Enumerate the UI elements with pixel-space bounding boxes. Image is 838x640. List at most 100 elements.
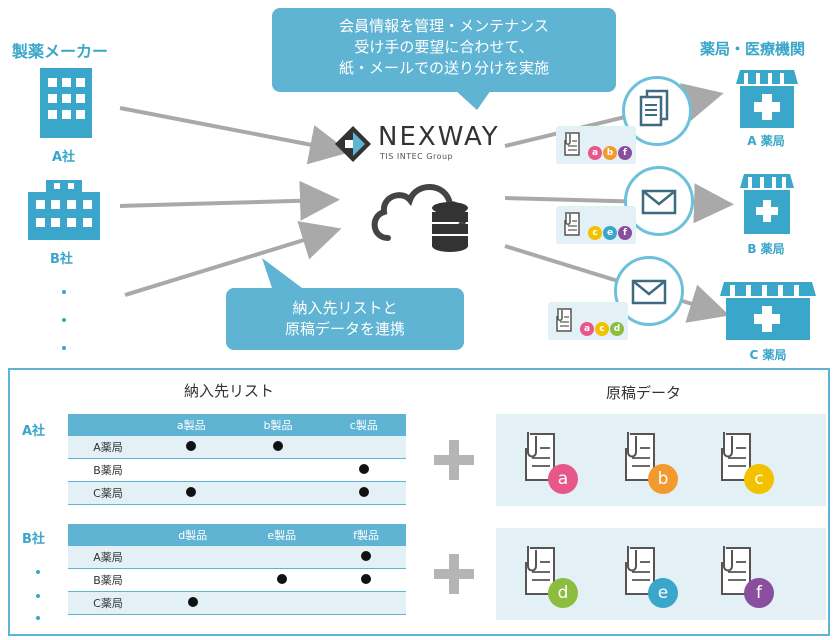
callout-line: 紙・メールでの送り分けを実施 [338,59,549,77]
table-header-row: a製品 b製品 c製品 [68,414,406,436]
pharmacy-cell: C薬局 [68,591,148,615]
more-dot [62,290,66,294]
mark-cell [148,436,235,459]
pharmacy-a-label: A 薬局 [747,134,785,148]
callout-management: 会員情報を管理・メンテナンス 受け手の要望に合わせて、 紙・メールでの送り分けを… [272,8,616,92]
mark-cell [237,546,327,569]
check-mark [358,463,369,474]
doc-badge-a: a [548,464,578,494]
callout-line: 納入先リストと [292,299,398,317]
more-dot [36,570,40,574]
company-a-label: A社 [52,150,76,165]
building-b-icon [28,180,100,240]
table-row: C薬局 [68,481,406,505]
delivery-docs-b: c e f [556,206,636,244]
table-row: A薬局 [68,436,406,459]
table-header: e製品 [237,524,327,546]
clip-document-icon [564,212,580,236]
doc-badge: a [588,146,602,160]
group-a-label: A社 [22,424,46,439]
more-dot [62,318,66,322]
doc-badge-c: c [744,464,774,494]
more-dot [36,594,40,598]
table-row: B薬局 [68,458,406,482]
table-header: a製品 [148,414,235,436]
mark-cell [148,568,238,592]
callout-link: 納入先リストと 原稿データを連携 [226,288,464,350]
paper-document-icon [639,89,669,127]
clip-document-icon [564,132,580,156]
doc-badge: e [603,226,617,240]
company-b-label: B社 [50,252,73,267]
callout-tail [262,258,302,288]
pharmacy-b-label: B 薬局 [747,242,785,256]
mark-cell [234,481,322,505]
building-a-icon [40,68,92,138]
plus-icon [434,554,474,594]
arrow-a-to-nexway [119,106,350,165]
pharmacy-cell: A薬局 [68,546,148,569]
doc-badge: f [618,226,632,240]
doc-badge: f [618,146,632,160]
table-header: f製品 [326,524,406,546]
mail-icon [641,189,677,215]
pharmacy-store-icon [740,174,794,234]
manuscript-item: f [716,542,774,612]
manuscript-item: a [520,428,578,498]
pharmacy-cell: A薬局 [68,436,148,459]
doc-badge-d: d [548,578,578,608]
group-b-label: B社 [22,532,45,547]
mark-cell [237,591,327,615]
doc-badge: c [595,322,609,336]
doc-badge: d [610,322,624,336]
mark-cell [321,458,406,482]
table-row: B薬局 [68,568,406,592]
table-header [68,414,148,436]
check-mark [361,550,372,561]
mark-cell [148,546,238,569]
mark-cell [237,568,327,592]
nexway-logo-icon [335,126,371,162]
delivery-table-b: d製品 e製品 f製品 A薬局 B薬局 C薬局 [68,524,406,615]
manuscript-item: b [620,428,678,498]
callout-line: 受け手の要望に合わせて、 [354,38,534,56]
doc-badge-e: e [648,578,678,608]
mark-cell [234,436,322,459]
arrow-b-to-nexway [119,180,340,221]
pharmacy-c-label: C 薬局 [749,348,787,362]
mark-cell [234,458,322,482]
check-mark [358,486,369,497]
check-mark [273,440,284,451]
mark-cell [326,568,406,592]
manuscript-title: 原稿データ [606,384,682,402]
arrow-others-to-nexway [124,221,342,297]
check-mark [276,573,287,584]
manuscript-item: d [520,542,578,612]
table-header-row: d製品 e製品 f製品 [68,524,406,546]
pharmacy-title: 薬局・医療機関 [700,40,806,58]
table-header: d製品 [148,524,238,546]
list-title: 納入先リスト [184,382,275,400]
mark-cell [326,591,406,615]
table-header [68,524,148,546]
brand-name: NEXWAY [378,122,500,152]
delivery-table-a: a製品 b製品 c製品 A薬局 B薬局 C薬局 [68,414,406,505]
doc-badge: a [580,322,594,336]
table-header: c製品 [321,414,406,436]
check-mark [186,486,197,497]
check-mark [186,440,197,451]
callout-tail [455,90,491,110]
more-dot [36,616,40,620]
manuscript-item: e [620,542,678,612]
delivery-docs-a: a b f [556,126,636,164]
doc-badge-b: b [648,464,678,494]
mark-cell [148,481,235,505]
clip-document-icon [525,546,555,595]
pharmacy-cell: B薬局 [68,458,148,482]
pharmacy-store-icon [720,282,816,340]
plus-icon [434,440,474,480]
table-header: b製品 [234,414,322,436]
mark-cell [321,436,406,459]
table-row: C薬局 [68,591,406,615]
manuscript-item: c [716,428,774,498]
